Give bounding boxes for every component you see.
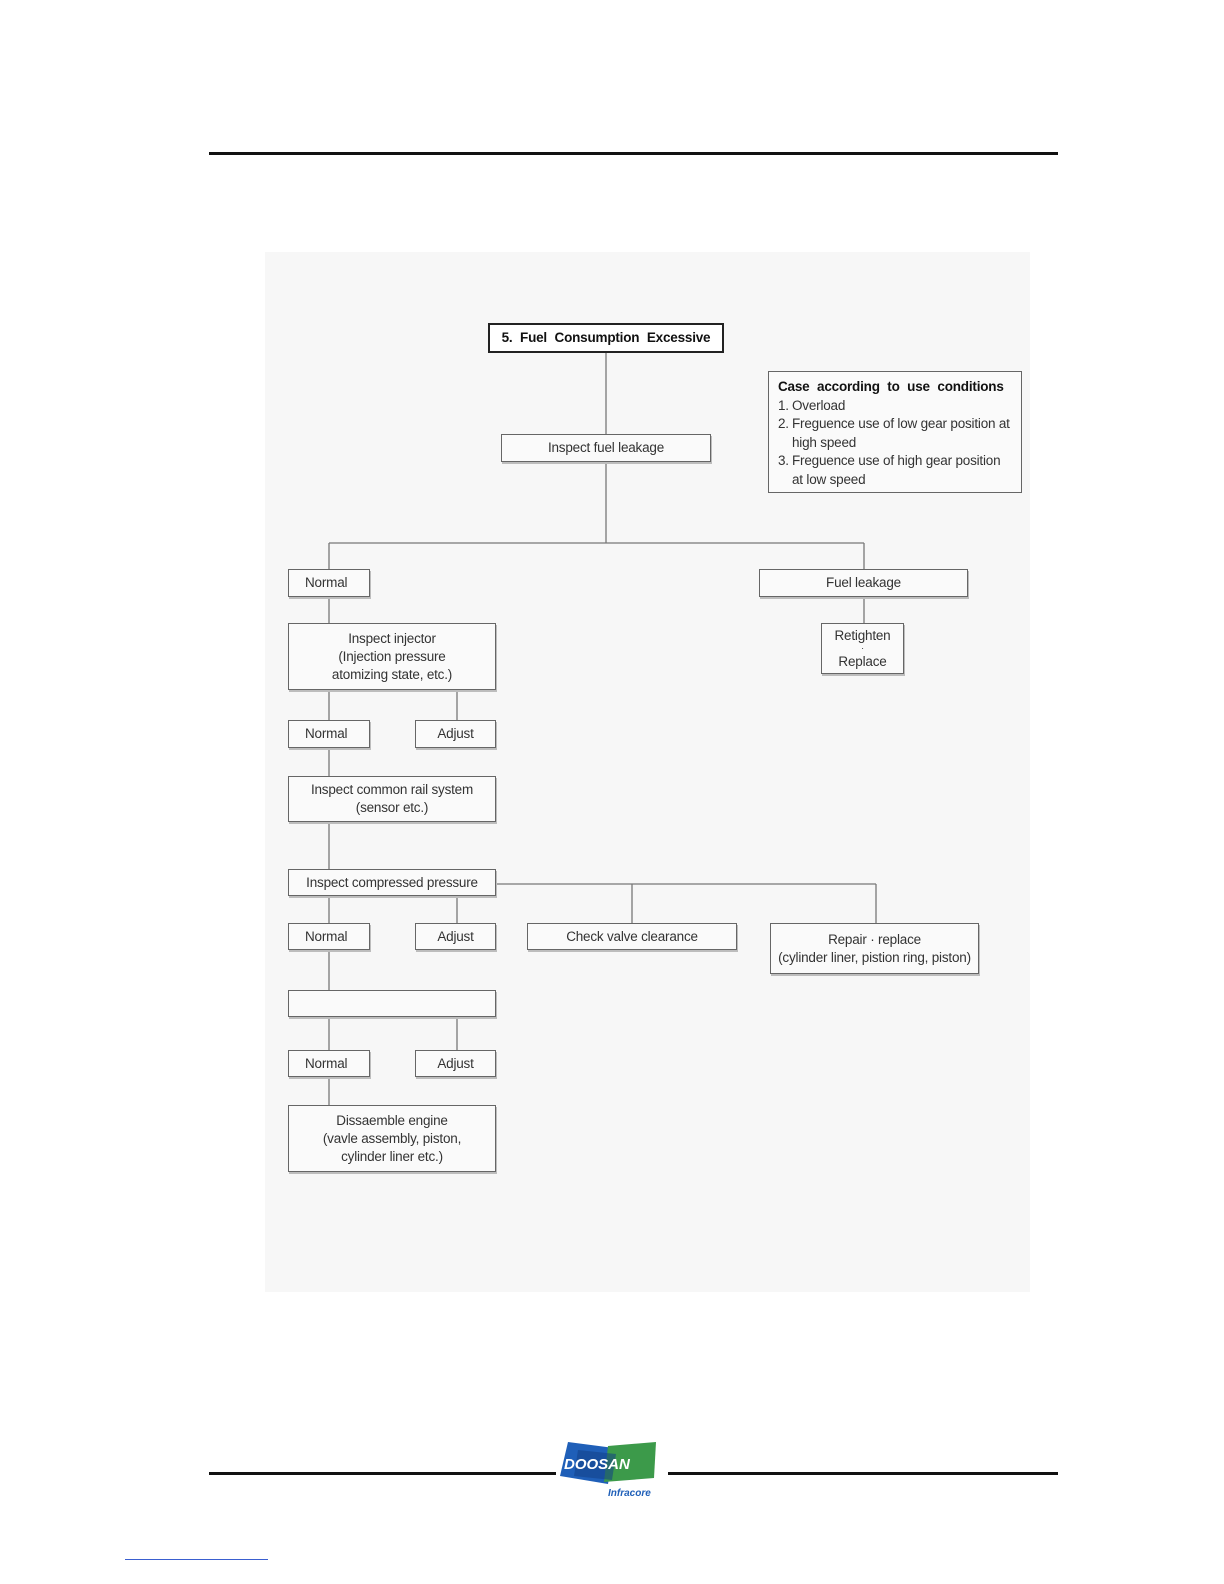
adjust-label-2: Adjust (437, 928, 474, 944)
inspect-common-rail-box: Inspect common rail system (sensor etc.) (288, 776, 496, 822)
use-condition-item: 1. Overload (778, 397, 1013, 416)
use-condition-item: 2. Freguence use of low gear position at… (778, 415, 1013, 452)
use-condition-text: Overload (792, 397, 846, 413)
logo-green-panel (604, 1442, 656, 1482)
inspect-fuel-leakage-box: Inspect fuel leakage (501, 434, 711, 462)
disassemble-engine-line: Dissaemble engine (336, 1112, 448, 1128)
footer-rule-right (668, 1472, 1058, 1475)
use-condition-number: 3. (778, 453, 789, 468)
use-conditions-box: Case according to use conditions 1. Over… (768, 371, 1022, 493)
normal-label-1: Normal (305, 575, 348, 590)
check-valve-clearance-box: Check valve clearance (527, 923, 737, 950)
use-conditions-heading: Case according to use conditions (778, 379, 1004, 394)
adjust-box-3: Adjust (415, 1050, 496, 1077)
inspect-compressed-pressure-label: Inspect compressed pressure (306, 874, 478, 890)
bottom-link-underline (125, 1558, 268, 1560)
inspect-injector-line: atomizing state, etc.) (331, 666, 453, 682)
inspect-injector-box: Inspect injector (Injection pressure ato… (288, 623, 496, 690)
inspect-common-rail-line: (sensor etc.) (355, 800, 429, 815)
inspect-compressed-pressure-box: Inspect compressed pressure (288, 869, 496, 896)
repair-replace-line: (cylinder liner, pistion ring, piston) (778, 949, 971, 965)
doosan-logo: DOOSAN Infracore (560, 1442, 656, 1499)
repair-replace-box: Repair · replace (cylinder liner, pistio… (770, 923, 979, 974)
fuel-leakage-label: Fuel leakage (826, 575, 901, 590)
inspect-injector-line: (Injection pressure (338, 648, 446, 664)
inspect-common-rail-line: Inspect common rail system (310, 782, 474, 797)
footer-rule-left (209, 1472, 556, 1475)
normal-label-4: Normal (305, 1055, 348, 1071)
blank-step-box (288, 990, 496, 1017)
normal-box-2: Normal (288, 720, 370, 748)
adjust-label-3: Adjust (437, 1055, 474, 1071)
normal-box-3: Normal (288, 923, 370, 950)
header-rule (209, 152, 1058, 155)
disassemble-engine-line: cylinder liner etc.) (341, 1148, 443, 1164)
normal-box-1: Normal (288, 569, 370, 597)
repair-replace-line: Repair · replace (828, 931, 921, 947)
use-condition-number: 2. (778, 416, 789, 431)
retighten-replace-box: Retighten · Replace (821, 623, 904, 674)
logo-text: DOOSAN (564, 1456, 631, 1473)
disassemble-engine-line: (vavle assembly, piston, (322, 1130, 462, 1146)
normal-label-2: Normal (305, 726, 348, 741)
use-condition-text: Freguence use of low gear position at hi… (792, 416, 1010, 450)
logo-subtext: Infracore (608, 1488, 651, 1499)
use-condition-text: Freguence use of high gear position at l… (792, 453, 1001, 487)
flowchart-title-box: 5. Fuel Consumption Excessive (488, 323, 724, 353)
inspect-injector-line: Inspect injector (348, 630, 436, 646)
use-condition-number: 1. (778, 397, 789, 413)
check-valve-clearance-label: Check valve clearance (566, 928, 698, 944)
inspect-fuel-leakage-label: Inspect fuel leakage (547, 440, 665, 455)
replace-label: Replace (838, 654, 887, 669)
use-condition-item: 3. Freguence use of high gear position a… (778, 452, 1013, 489)
retighten-separator: · (861, 643, 864, 653)
adjust-box-2: Adjust (415, 923, 496, 950)
adjust-box-1: Adjust (415, 720, 496, 748)
adjust-label-1: Adjust (437, 726, 474, 741)
fuel-leakage-box: Fuel leakage (759, 569, 968, 597)
normal-box-4: Normal (288, 1050, 370, 1077)
retighten-label: Retighten (834, 628, 891, 643)
flowchart-title: 5. Fuel Consumption Excessive (501, 330, 711, 345)
logo-shade-panel (574, 1450, 616, 1480)
disassemble-engine-box: Dissaemble engine (vavle assembly, pisto… (288, 1105, 496, 1172)
normal-label-3: Normal (305, 928, 348, 944)
